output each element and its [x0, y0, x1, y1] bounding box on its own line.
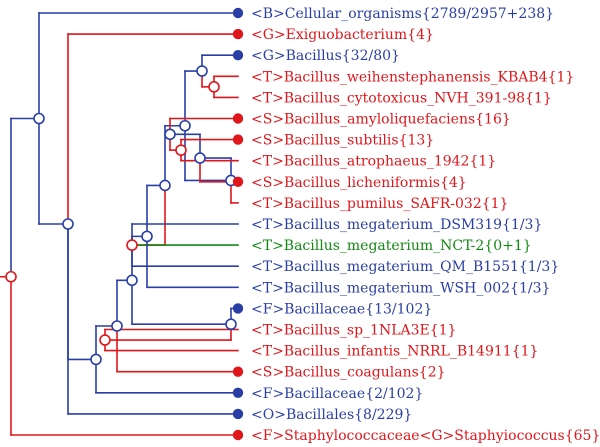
- leaf-label: <T>Bacillus_megaterium_DSM319{1/3}: [251, 217, 542, 233]
- internal-node: [225, 318, 237, 331]
- leaf-marker: [232, 50, 244, 61]
- leaf-marker: [232, 408, 244, 420]
- leaf-label: <B>Cellular_organisms{2789/2957+238}: [251, 6, 554, 22]
- leaf-label: <T>Bacillus_infantis_NRRL_B14911{1}: [251, 344, 538, 360]
- internal-node: [196, 65, 208, 77]
- leaf-labels: <B>Cellular_organisms{2789/2957+238} <G>E…: [251, 6, 600, 444]
- leaf-label: <G>Bacillus{32/80}: [251, 48, 400, 64]
- internal-node: [90, 353, 102, 366]
- internal-node: [99, 334, 111, 346]
- leaf-label: <T>Bacillus_weihenstephanensis_KBAB4{1}: [251, 69, 574, 85]
- tree-nodes: [5, 7, 244, 441]
- leaf-label: <S>Bacillus_licheniformis{4}: [251, 175, 467, 191]
- internal-node: [175, 144, 187, 156]
- leaf-label: <T>Bacillus_atrophaeus_1942{1}: [251, 154, 496, 170]
- internal-node: [141, 230, 153, 243]
- leaf-label: <F>Staphylococcaceae<G>Staphyiococcus{65…: [251, 428, 600, 444]
- leaf-label: <F>Bacillaceae{2/102}: [251, 386, 423, 402]
- leaf-marker: [232, 176, 244, 187]
- leaf-label: <T>Bacillus_sp_1NLA3E{1}: [251, 323, 456, 339]
- leaf-marker: [232, 134, 244, 145]
- leaf-marker: [232, 28, 244, 40]
- leaf-label: <T>Bacillus_megaterium_NCT-2{0+1}: [251, 238, 532, 254]
- leaf-marker: [232, 7, 244, 19]
- internal-node: [159, 179, 171, 192]
- leaf-marker: [232, 366, 244, 377]
- internal-node: [111, 320, 123, 332]
- leaf-marker: [232, 429, 244, 441]
- internal-node: [5, 270, 17, 283]
- leaf-label: <S>Bacillus_coagulans{2}: [251, 365, 446, 381]
- leaf-label: <S>Bacillus_subtilis{13}: [251, 133, 434, 149]
- internal-node: [126, 239, 138, 251]
- leaf-label: <T>Bacillus_pumilus_SAFR-032{1}: [251, 196, 508, 212]
- internal-node: [62, 218, 74, 230]
- internal-node: [126, 274, 138, 287]
- leaf-marker: [232, 303, 244, 314]
- leaf-marker: [232, 387, 244, 398]
- leaf-label: <G>Exiguobacterium{4}: [251, 27, 434, 43]
- leaf-label: <S>Bacillus_amyloliquefaciens{16}: [251, 112, 511, 128]
- leaf-label: <T>Bacillus_megaterium_QM_B1551{1/3}: [251, 259, 559, 275]
- leaf-marker: [232, 113, 244, 124]
- leaf-label: <T>Bacillus_megaterium_WSH_002{1/3}: [251, 280, 550, 296]
- internal-node: [208, 81, 220, 93]
- leaf-label: <T>Bacillus_cytotoxicus_NVH_391-98{1}: [251, 90, 552, 106]
- internal-node: [179, 119, 191, 132]
- leaf-label: <O>Bacillales{8/229}: [251, 407, 412, 423]
- internal-node: [164, 128, 176, 141]
- internal-node: [33, 112, 45, 125]
- internal-node: [194, 152, 206, 164]
- leaf-label: <F>Bacillaceae{13/102}: [251, 301, 432, 317]
